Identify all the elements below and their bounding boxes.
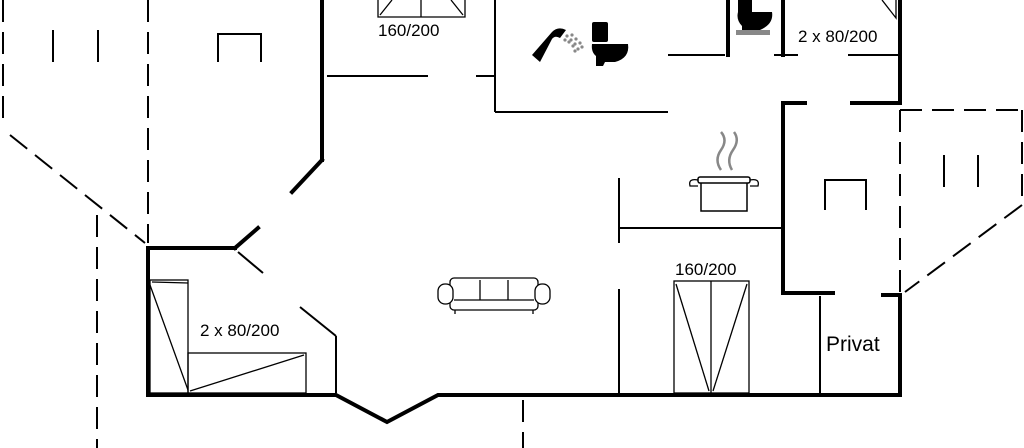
interior-walls [299,0,898,393]
bed-size-label-top-right: 2 x 80/200 [798,27,877,46]
double-bed-icon [673,280,750,394]
walls [146,0,902,425]
shower-icon [532,28,584,62]
toilet-icon [736,0,773,35]
bed-size-label-left: 2 x 80/200 [200,321,279,340]
toilet-icon [591,22,629,66]
bed-size-label-top: 160/200 [378,21,439,40]
single-beds-icon [881,0,897,20]
cooking-pot-icon [689,131,759,212]
sofa-icon [437,277,551,314]
double-bed-icon [377,0,466,18]
bed-size-label-center: 160/200 [675,260,736,279]
private-room-label: Privat [826,333,880,356]
door-icon [52,30,262,62]
single-beds-icon [149,279,307,394]
door-icon [824,155,979,210]
